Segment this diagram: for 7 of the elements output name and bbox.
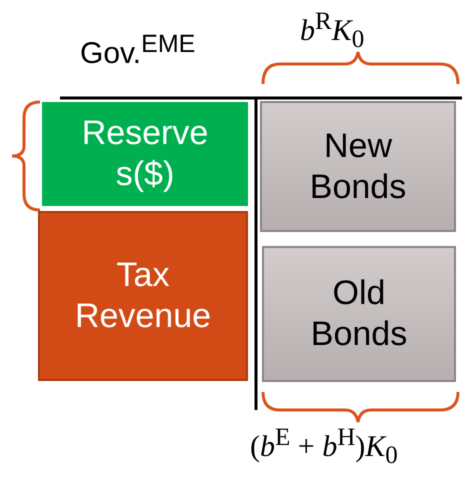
asset-box: Tax Revenue xyxy=(38,211,248,381)
liability-box: New Bonds xyxy=(260,101,456,232)
liability-box: Old Bonds xyxy=(262,246,456,382)
title: Gov.$^{EME}$ xyxy=(80,30,196,71)
asset-box: Reserve s($) xyxy=(40,100,250,208)
math-label: b$^{R}$K$_{0}$ xyxy=(300,8,364,54)
math-label: (b$^{E}$ + b$^{H}$)K$_{0}$ xyxy=(250,424,398,470)
